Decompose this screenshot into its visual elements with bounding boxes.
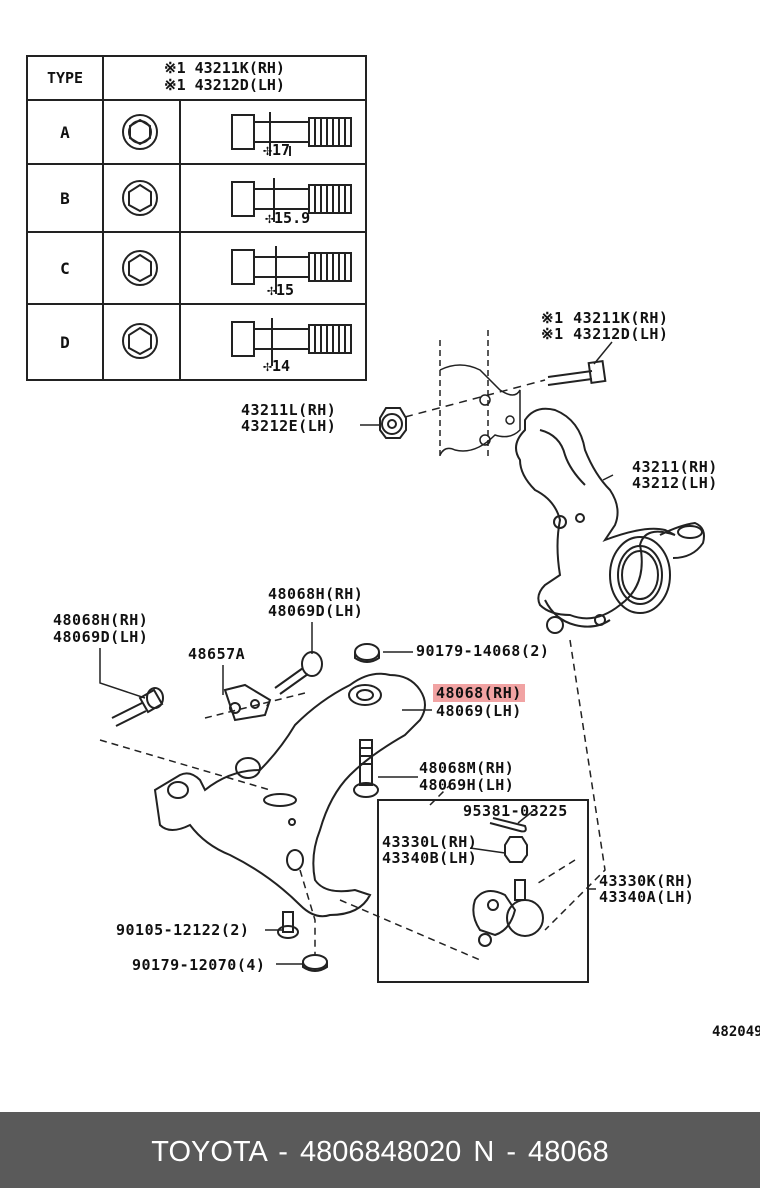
lower-control-arm-drawing — [153, 672, 426, 918]
arm-bolt-left-drawing — [111, 687, 164, 727]
label-ball-joint-lh[interactable]: 43340A(LH) — [599, 888, 695, 906]
type-row-c-bolt: ✢15 — [179, 231, 367, 305]
footer-text: TOYOTA - 4806848020 N - 48068 — [151, 1136, 609, 1168]
type-row-a-label: A — [26, 99, 104, 165]
footer-bar: TOYOTA - 4806848020 N - 48068 — [0, 1112, 760, 1188]
type-row-b-bolt: ✢15.9 — [179, 163, 367, 233]
type-row-a-bolt: ✢17 — [179, 99, 367, 165]
label-nut-90179-14068[interactable]: 90179-14068(2) — [416, 642, 550, 660]
label-bolt-lh[interactable]: ※1 43212D(LH) — [541, 325, 669, 343]
label-bolt-left-rh[interactable]: 48068H(RH) — [53, 611, 149, 629]
knuckle-nut-drawing — [379, 407, 407, 439]
type-row-a-dim: ✢17 — [263, 141, 291, 159]
label-bolt-90105[interactable]: 90105-12122(2) — [116, 921, 250, 939]
label-bolt-left-lh[interactable]: 48069D(LH) — [53, 628, 149, 646]
type-header-part-lh: ※1 43212D(LH) — [164, 76, 285, 94]
cotter-pin-drawing — [489, 817, 527, 833]
label-knuckle-rh[interactable]: 43211(RH) — [632, 458, 718, 476]
label-ball-nut-lh[interactable]: 43340B(LH) — [382, 849, 478, 867]
label-bolt-m-lh[interactable]: 48069H(LH) — [419, 776, 515, 794]
type-row-d-bolt: ✢14 — [179, 303, 367, 381]
diagram-id: 482049 — [712, 1024, 760, 1040]
label-ball-joint-rh[interactable]: 43330K(RH) — [599, 872, 695, 890]
type-header-part-rh: ※1 43211K(RH) — [164, 59, 285, 77]
flange-nut-drawing — [354, 643, 380, 663]
label-bracket[interactable]: 48657A — [188, 645, 246, 663]
ball-joint-nut-drawing — [504, 836, 528, 863]
strut-bracket-drawing — [439, 330, 521, 460]
label-arm-lh[interactable]: 48069(LH) — [436, 702, 522, 720]
label-nut-rh[interactable]: 43211L(RH) — [241, 401, 337, 419]
label-bolt-front-lh[interactable]: 48069D(LH) — [268, 602, 364, 620]
bolt-90105-drawing — [277, 911, 299, 939]
label-ball-nut-rh[interactable]: 43330L(RH) — [382, 833, 478, 851]
arm-bolt-top-drawing — [274, 651, 323, 695]
steering-knuckle-drawing — [515, 407, 705, 634]
knuckle-bolt-drawing — [547, 359, 607, 386]
type-row-c-label: C — [26, 231, 104, 305]
type-header: TYPE — [26, 55, 104, 101]
ball-joint-drawing — [472, 879, 544, 947]
label-nut-90179-12070[interactable]: 90179-12070(4) — [132, 956, 266, 974]
type-row-b-label: B — [26, 163, 104, 233]
label-nut-lh[interactable]: 43212E(LH) — [241, 417, 337, 435]
label-bolt-m-rh[interactable]: 48068M(RH) — [419, 759, 515, 777]
type-row-d-nut — [102, 303, 181, 381]
type-row-b-nut — [102, 163, 181, 233]
bolt-type-table: TYPE ※1 43211K(RH) ※1 43212D(LH) A ✢17 B… — [26, 55, 367, 381]
label-knuckle-lh[interactable]: 43212(LH) — [632, 474, 718, 492]
bracket-48657-drawing — [223, 683, 272, 722]
type-row-b-dim: ✢15.9 — [265, 209, 311, 227]
arm-bolt-vertical-drawing — [353, 739, 379, 798]
type-row-a-nut — [102, 99, 181, 165]
type-row-c-dim: ✢15 — [267, 281, 295, 299]
type-row-d-dim: ✢14 — [263, 357, 291, 375]
label-arm-rh[interactable]: 48068(RH) — [433, 684, 525, 702]
label-cotter-pin[interactable]: 95381-03225 — [463, 802, 568, 820]
nut-90179-12070-drawing — [302, 954, 328, 972]
label-bolt-rh[interactable]: ※1 43211K(RH) — [541, 309, 669, 327]
label-bolt-front-rh[interactable]: 48068H(RH) — [268, 585, 364, 603]
type-row-c-nut — [102, 231, 181, 305]
ball-joint-box — [377, 799, 589, 983]
type-row-d-label: D — [26, 303, 104, 381]
label-arm-rh-text: 48068(RH) — [433, 684, 525, 702]
type-header-parts: ※1 43211K(RH) ※1 43212D(LH) — [102, 55, 367, 101]
